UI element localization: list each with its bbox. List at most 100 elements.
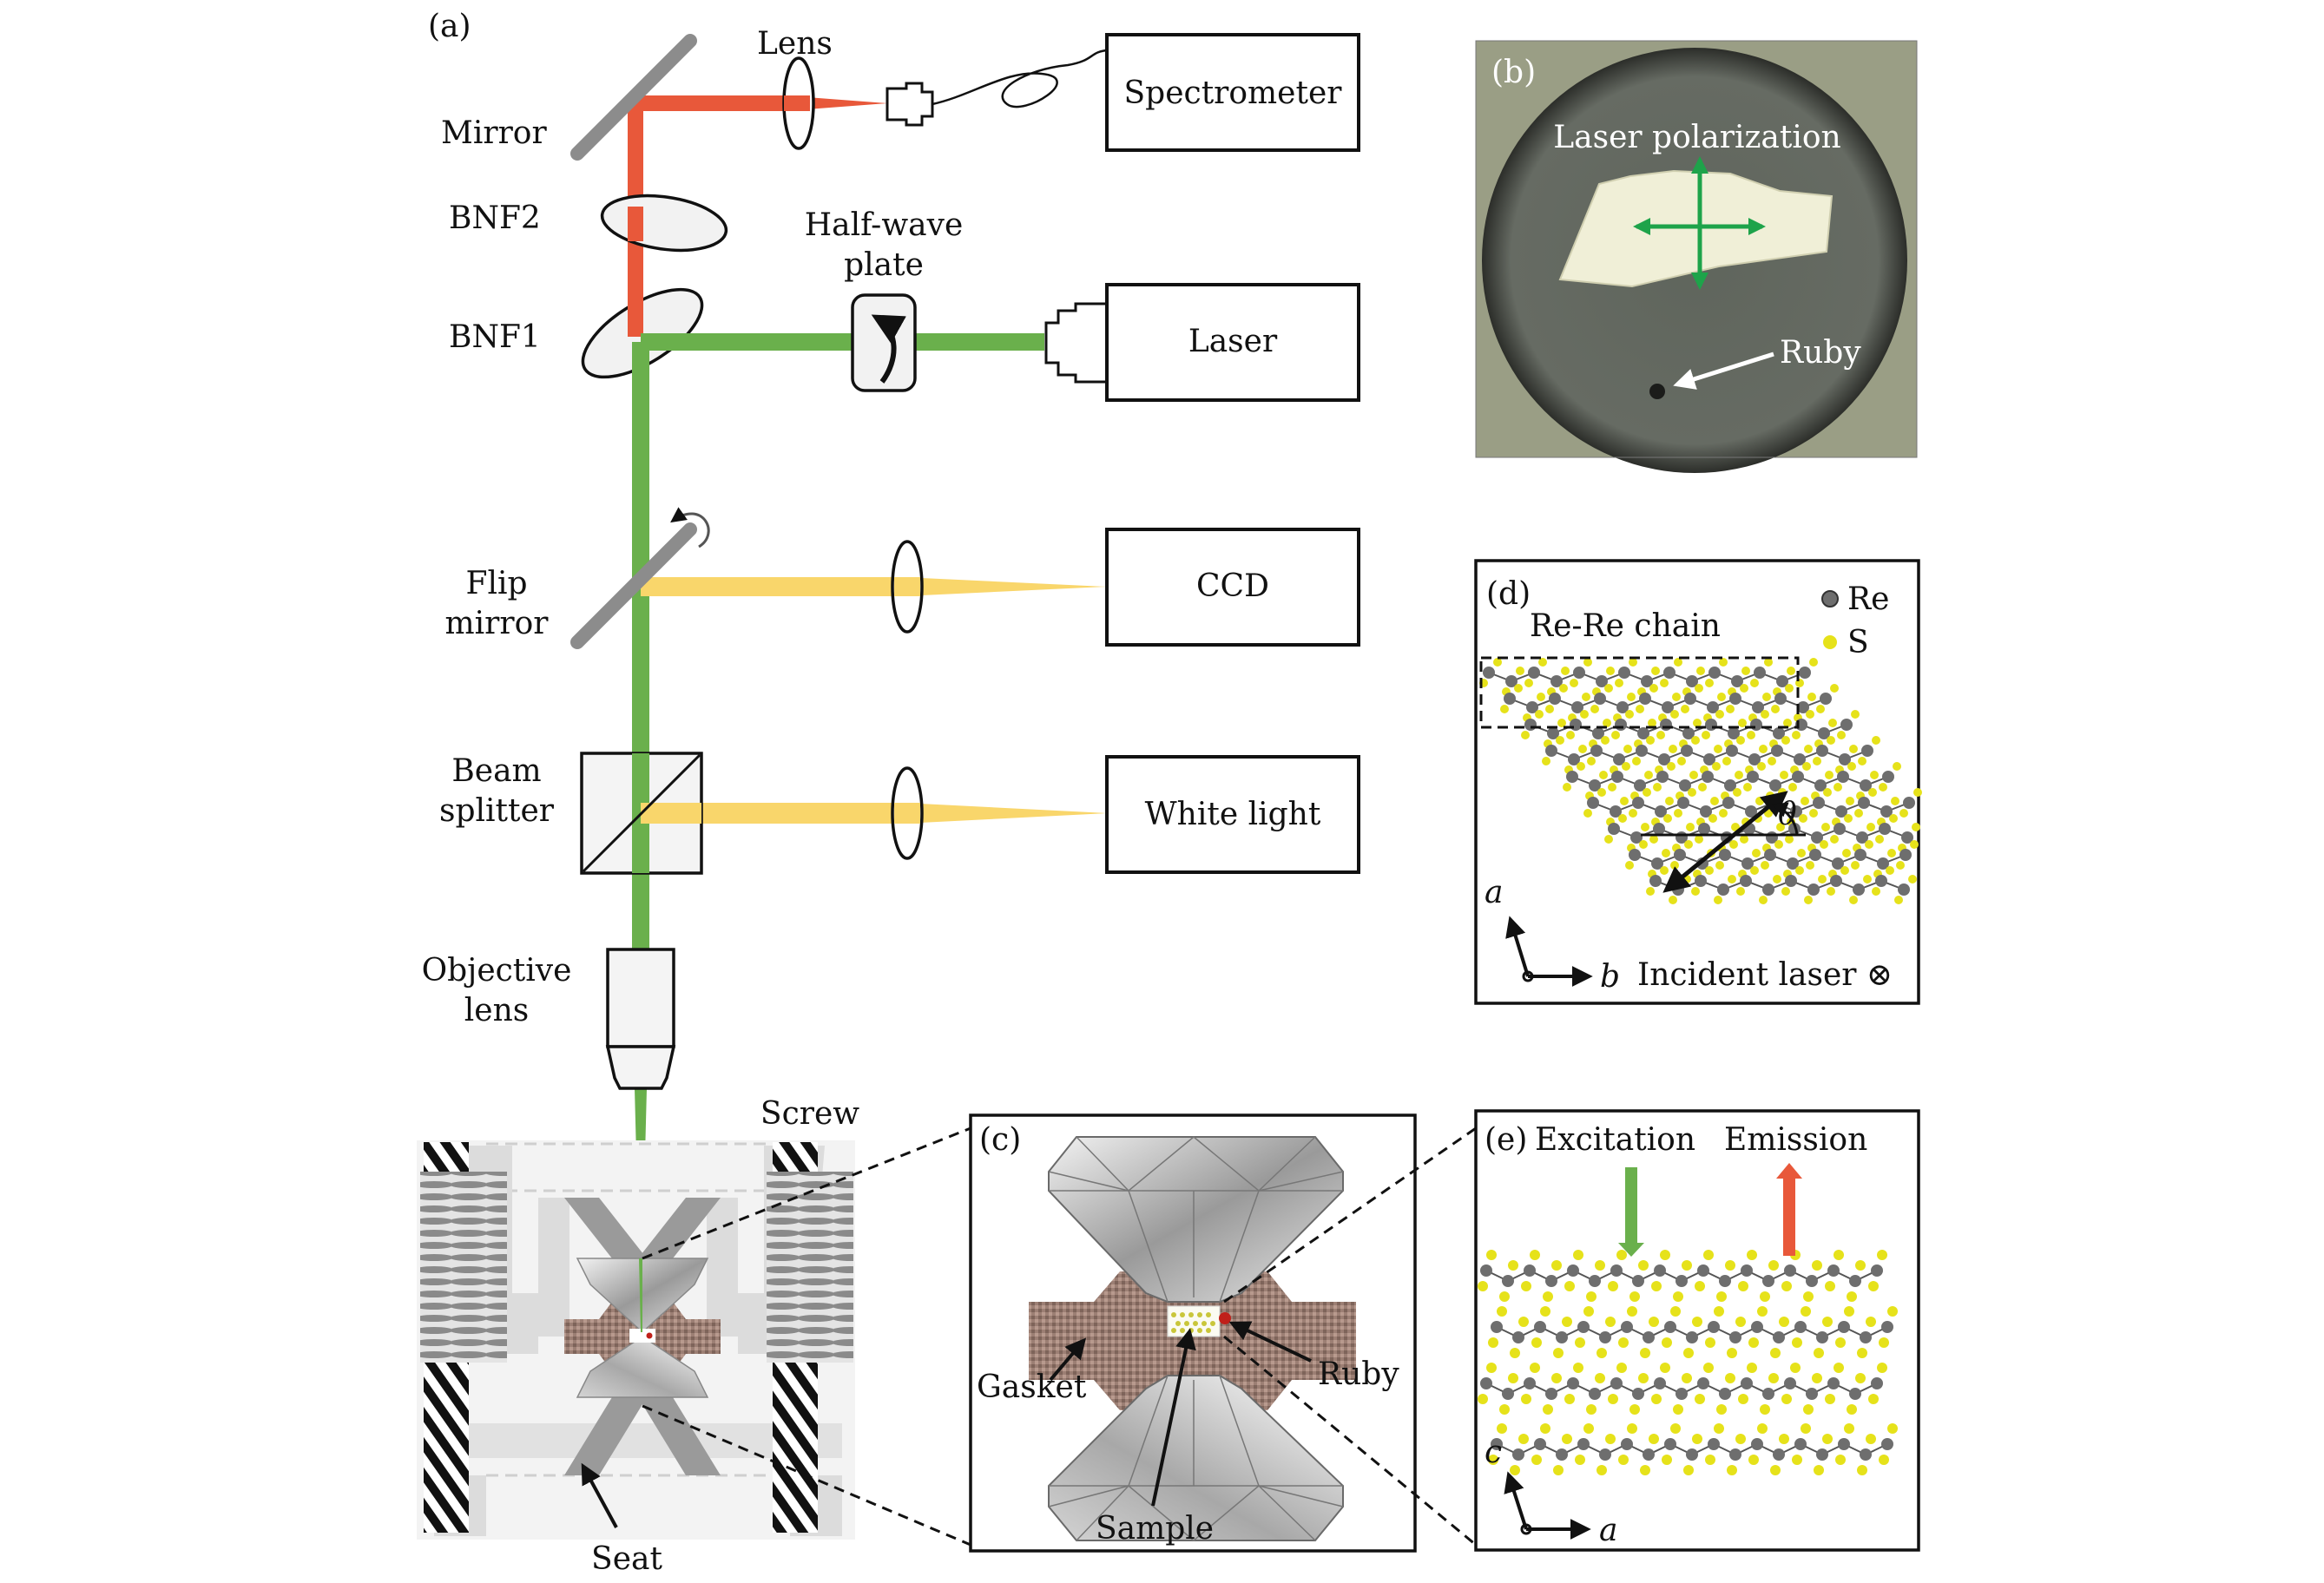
re-atom: [1806, 1275, 1818, 1287]
re-atom: [1505, 675, 1518, 687]
re-atom: [1827, 1264, 1840, 1277]
s-atom: [1605, 1434, 1616, 1444]
s-atom: [1760, 1291, 1770, 1302]
s-atom: [1762, 693, 1771, 701]
re-atom: [1573, 667, 1585, 679]
s-atom: [1714, 896, 1722, 904]
s-atom: [1735, 1434, 1746, 1444]
s-atom: [1649, 1434, 1659, 1444]
s-atom: [1540, 1306, 1550, 1317]
re-atom: [1526, 701, 1538, 713]
s-atom: [1604, 835, 1613, 844]
re-atom: [1567, 1264, 1579, 1277]
s-atom: [1510, 1348, 1520, 1358]
re-atom: [1480, 1264, 1492, 1277]
re-atom: [1566, 771, 1578, 783]
re-atom: [1835, 805, 1847, 818]
white-light-beam-focus: [903, 803, 1107, 824]
re-atom: [1724, 779, 1736, 792]
s-atom: [1891, 797, 1899, 805]
re-atom: [1524, 1264, 1536, 1277]
re-atom: [1547, 727, 1559, 739]
s-atom: [1551, 1260, 1562, 1271]
re-atom: [1856, 831, 1868, 844]
s-atom: [1715, 710, 1724, 719]
axis-c-label: c: [1485, 1435, 1502, 1470]
s-atom: [1667, 762, 1676, 771]
s-atom: [1531, 1337, 1542, 1348]
s-atom: [1573, 1363, 1583, 1373]
s-atom: [1868, 1281, 1879, 1291]
s-atom: [1851, 861, 1860, 870]
re-atom: [1613, 753, 1625, 765]
s-atom: [1842, 849, 1851, 857]
re-atom: [1545, 1388, 1557, 1400]
half-wave-label-2: plate: [844, 247, 924, 283]
yellow-beam-in-splitter: [641, 803, 701, 824]
s-atom: [1714, 1306, 1724, 1317]
re-atom: [1816, 1331, 1828, 1343]
legend-re-label: Re: [1847, 581, 1889, 617]
left-spring: [420, 1172, 507, 1363]
s-atom: [1705, 1455, 1715, 1465]
re-atom: [1860, 779, 1872, 792]
s-atom: [1757, 762, 1766, 771]
s-atom: [1695, 1394, 1705, 1404]
gasket-label: Gasket: [977, 1370, 1087, 1405]
re-re-chain-box: [1479, 656, 1800, 729]
s-atom: [1747, 1363, 1757, 1373]
s-atom: [1825, 1281, 1835, 1291]
green-beam-down-bnf1: [632, 342, 649, 377]
s-atom: [1748, 1455, 1759, 1465]
s-atom: [1714, 1423, 1724, 1434]
re-atom: [1599, 1331, 1611, 1343]
re-atom: [1719, 1388, 1731, 1400]
s-atom: [1493, 658, 1502, 667]
s-atom: [1877, 1363, 1887, 1373]
s-atom: [1599, 771, 1608, 779]
re-atom: [1722, 797, 1735, 809]
s-atom: [1705, 679, 1714, 687]
s-atom: [1597, 1465, 1607, 1475]
s-atom: [1761, 710, 1769, 719]
s-atom: [1729, 840, 1738, 849]
re-atom: [1807, 883, 1820, 896]
screw-label: Screw: [760, 1096, 859, 1132]
s-atom: [1632, 757, 1641, 765]
red-beam-horizontal: [628, 95, 784, 111]
s-atom: [1646, 736, 1655, 745]
s-atom: [1616, 1363, 1627, 1373]
white-light-label: White light: [1145, 797, 1321, 832]
axis-b-label: b: [1600, 959, 1620, 995]
re-atom: [1653, 823, 1665, 835]
s-atom: [1608, 1281, 1618, 1291]
re-atom: [1615, 719, 1627, 731]
s-atom: [1870, 771, 1879, 779]
s-atom: [1521, 1394, 1531, 1404]
s-atom: [1828, 719, 1837, 727]
spectrometer-label: Spectrometer: [1124, 76, 1343, 111]
s-atom: [1822, 1317, 1833, 1327]
s-atom: [1566, 731, 1575, 739]
re-atom: [1747, 771, 1759, 783]
s-atom: [1629, 1404, 1640, 1415]
s-atom: [1524, 679, 1533, 687]
re-atom: [1861, 745, 1873, 757]
re-atom: [1703, 753, 1715, 765]
s-atom: [1497, 1306, 1507, 1317]
s-atom: [1537, 693, 1545, 701]
s-atom: [1615, 679, 1623, 687]
re-atom: [1616, 701, 1629, 713]
re-atom: [1794, 1321, 1807, 1333]
s-atom: [1781, 1281, 1792, 1291]
re-atom: [1702, 771, 1714, 783]
s-atom: [1597, 788, 1606, 797]
s-atom: [1726, 705, 1735, 713]
re-atom: [1550, 675, 1563, 687]
s-atom: [1760, 1404, 1770, 1415]
re-atom: [1827, 1377, 1840, 1389]
re-atom: [1577, 1438, 1590, 1450]
s-atom: [1768, 1373, 1779, 1383]
panel-e-tag: (e): [1485, 1122, 1527, 1158]
